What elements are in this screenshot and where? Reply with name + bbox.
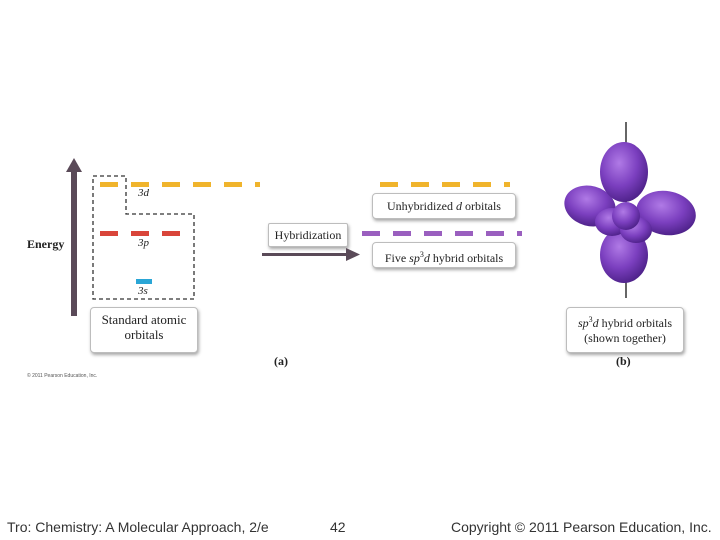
hybridization-arrow bbox=[262, 248, 360, 261]
unhybridized-d-level bbox=[380, 182, 510, 187]
small-copyright: © 2011 Pearson Education, Inc. bbox=[27, 373, 98, 379]
panel-b-label: (b) bbox=[616, 354, 631, 368]
energy-label: Energy bbox=[27, 237, 65, 251]
standard-orbitals-box: Standard atomic orbitals bbox=[90, 307, 198, 353]
hybrid-shown-box: sp3d hybrid orbitals (shown together) bbox=[566, 307, 684, 353]
orbital-level-3s bbox=[136, 279, 152, 284]
footer-right: Copyright © 2011 Pearson Education, Inc. bbox=[451, 519, 712, 535]
standard-box-line-1: Standard atomic bbox=[101, 312, 187, 327]
orbital-label-3p: 3p bbox=[138, 237, 149, 249]
orbital-level-3d bbox=[100, 182, 260, 187]
standard-box-line-2: orbitals bbox=[124, 327, 164, 342]
orbital-label-3s: 3s bbox=[138, 285, 148, 297]
footer-page-number: 42 bbox=[330, 519, 346, 535]
five-hybrid-text: Five sp3d hybrid orbitals bbox=[384, 250, 504, 265]
unhybridized-d-text: Unhybridized d orbitals bbox=[387, 199, 501, 213]
orbital-level-3p bbox=[100, 231, 190, 236]
panel-a-label: (a) bbox=[274, 354, 288, 368]
hybrid-shown-line-2: (shown together) bbox=[584, 331, 666, 345]
unhybridized-d-box: Unhybridized d orbitals bbox=[372, 193, 516, 219]
five-hybrid-box: Five sp3d hybrid orbitals bbox=[372, 242, 516, 268]
hybridization-label: Hybridization bbox=[268, 223, 348, 247]
energy-axis-arrow bbox=[66, 158, 82, 316]
standard-orbitals-outline bbox=[92, 175, 195, 300]
hybrid-shown-line-1: sp3d hybrid orbitals bbox=[578, 315, 672, 330]
orbital-label-3d: 3d bbox=[138, 187, 149, 199]
sp3d-orbital-illustration bbox=[564, 122, 696, 298]
sp3d-hybrid-level bbox=[362, 231, 522, 236]
footer-left: Tro: Chemistry: A Molecular Approach, 2/… bbox=[7, 519, 269, 535]
